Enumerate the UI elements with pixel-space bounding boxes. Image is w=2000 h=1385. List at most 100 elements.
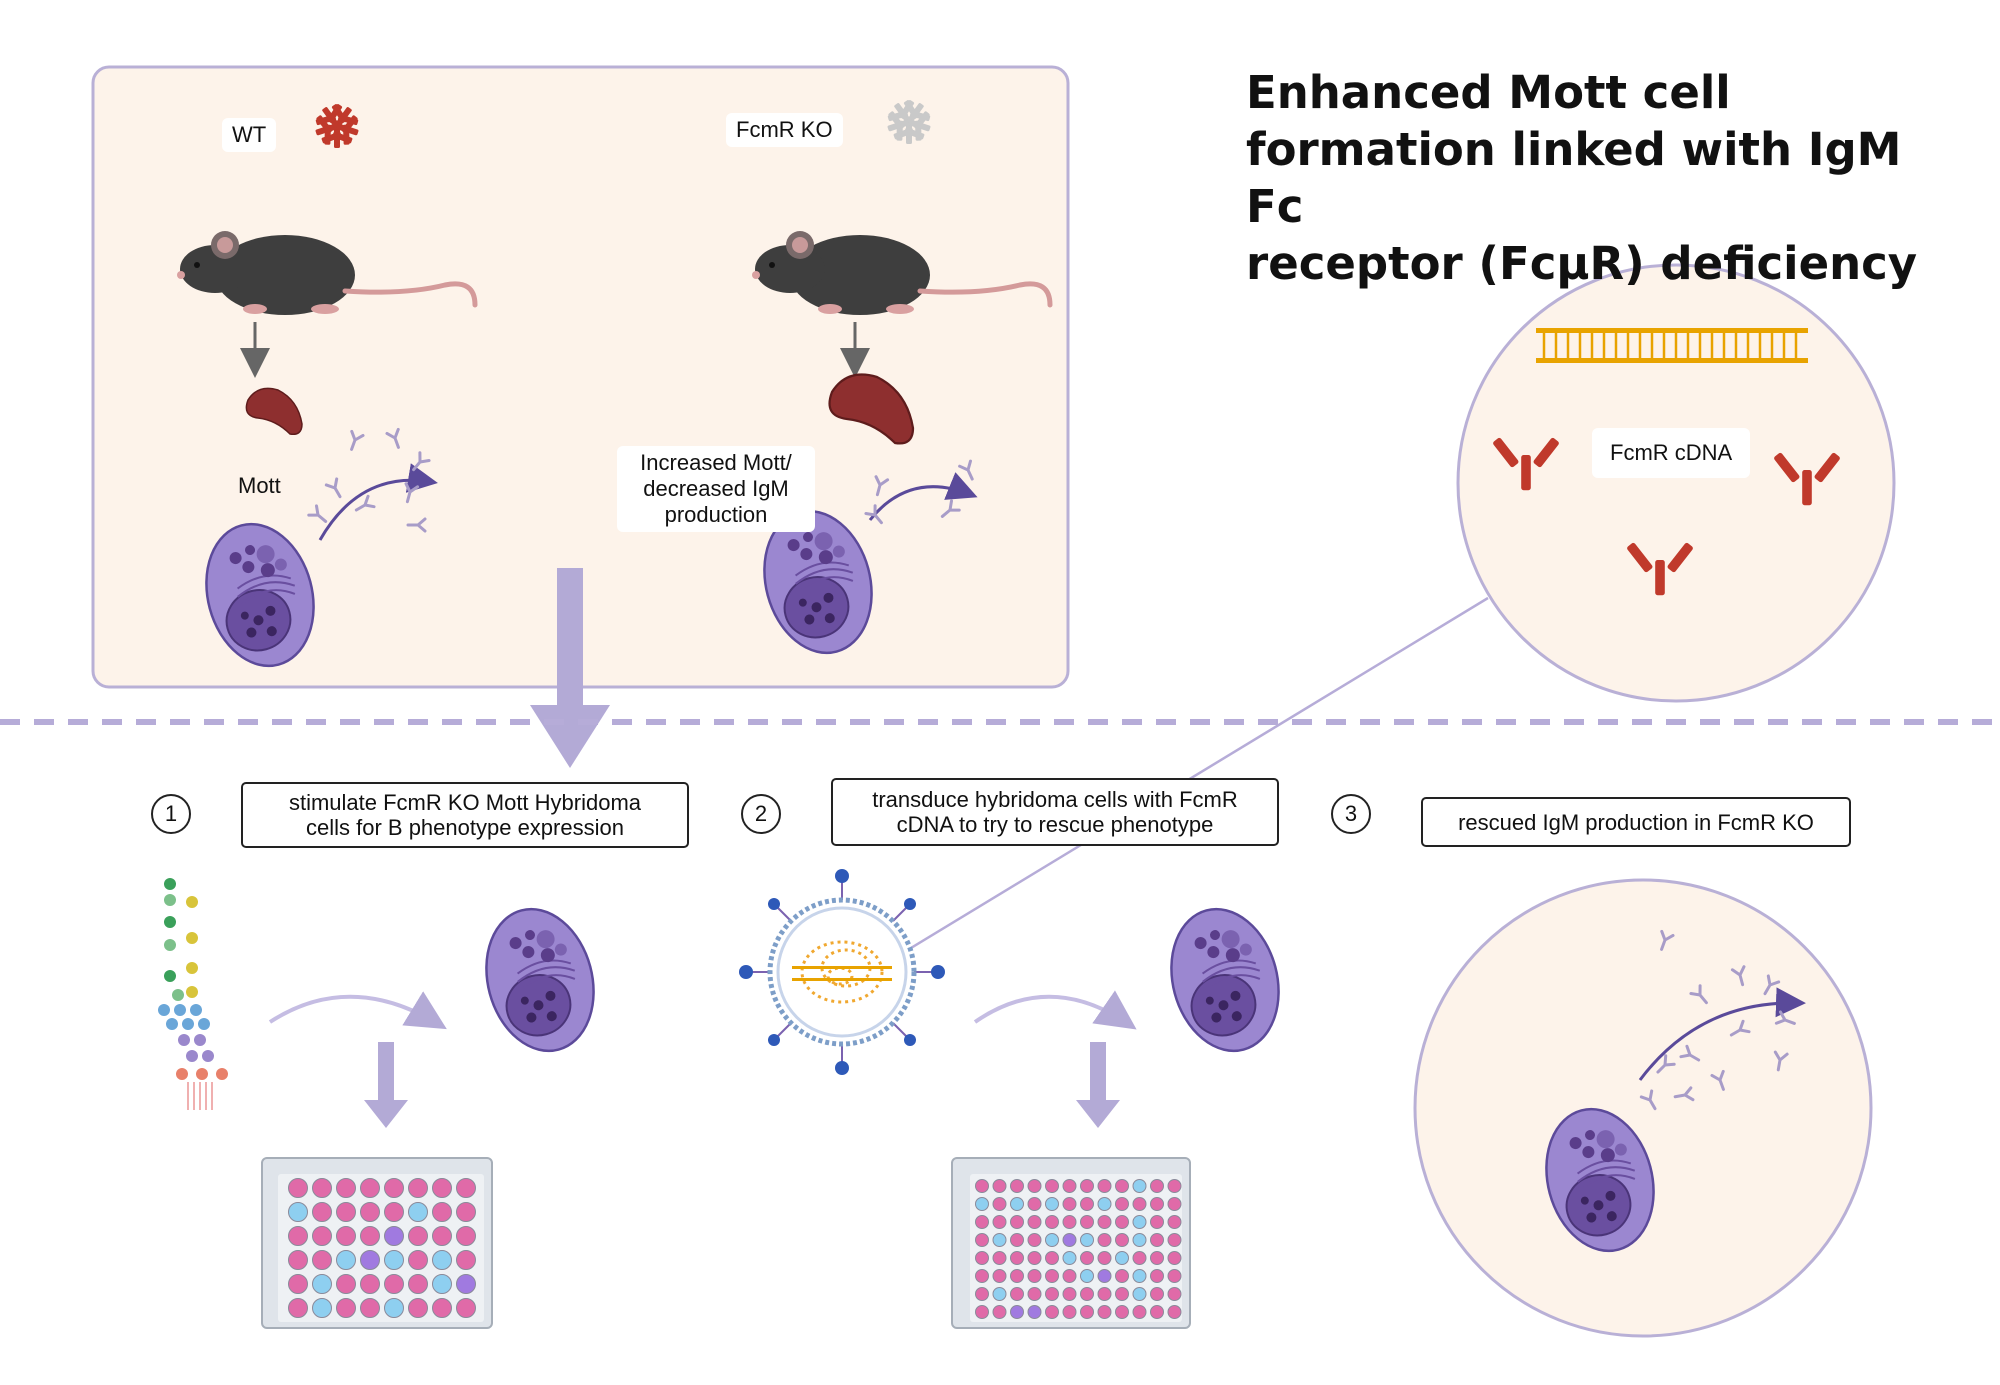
step-3-number: 3	[1331, 794, 1371, 834]
well	[1045, 1287, 1059, 1301]
well	[1027, 1251, 1042, 1265]
well	[456, 1274, 476, 1294]
well	[360, 1226, 380, 1246]
well	[312, 1274, 332, 1294]
step-1-box: stimulate FcmR KO Mott Hybridoma cells f…	[241, 782, 689, 848]
well	[1080, 1287, 1094, 1301]
well	[992, 1215, 1007, 1229]
ko-cell-label: Increased Mott/ decreased IgM production	[617, 446, 815, 532]
well	[1167, 1233, 1182, 1247]
well	[1027, 1233, 1042, 1247]
well	[384, 1226, 404, 1246]
well	[1097, 1197, 1112, 1211]
well	[1150, 1251, 1164, 1265]
well	[288, 1178, 308, 1198]
well	[456, 1298, 476, 1318]
well	[1080, 1179, 1094, 1193]
well	[1097, 1287, 1112, 1301]
well	[336, 1274, 356, 1294]
well	[992, 1305, 1007, 1319]
well	[1167, 1215, 1182, 1229]
well	[432, 1274, 452, 1294]
well	[1045, 1251, 1059, 1265]
glycan-icon	[158, 878, 228, 1110]
well	[360, 1274, 380, 1294]
well	[456, 1202, 476, 1222]
well-plate-icon	[951, 1157, 1191, 1329]
dna-icon	[1536, 328, 1808, 363]
well	[336, 1298, 356, 1318]
well	[1167, 1197, 1182, 1211]
well	[1045, 1269, 1059, 1283]
well	[1045, 1179, 1059, 1193]
well	[1150, 1269, 1164, 1283]
well	[1115, 1197, 1129, 1211]
well	[312, 1202, 332, 1222]
well	[1132, 1233, 1147, 1247]
well	[1027, 1269, 1042, 1283]
well	[432, 1250, 452, 1270]
well	[975, 1251, 989, 1265]
well	[1010, 1215, 1024, 1229]
well	[1045, 1305, 1059, 1319]
well	[1150, 1215, 1164, 1229]
well	[1097, 1179, 1112, 1193]
well	[1080, 1197, 1094, 1211]
well	[1062, 1197, 1077, 1211]
well	[1027, 1287, 1042, 1301]
well	[1132, 1287, 1147, 1301]
well	[1167, 1251, 1182, 1265]
well	[975, 1215, 989, 1229]
step-2-number: 2	[741, 794, 781, 834]
well	[384, 1250, 404, 1270]
well	[1132, 1197, 1147, 1211]
well	[1132, 1269, 1147, 1283]
well	[1132, 1179, 1147, 1193]
well	[1010, 1179, 1024, 1193]
well	[1097, 1215, 1112, 1229]
well	[384, 1178, 404, 1198]
well	[1062, 1251, 1077, 1265]
well	[1027, 1305, 1042, 1319]
well	[432, 1202, 452, 1222]
well	[1097, 1269, 1112, 1283]
well	[1027, 1179, 1042, 1193]
well	[336, 1226, 356, 1246]
virus-icon	[739, 869, 945, 1075]
well	[1115, 1233, 1129, 1247]
well	[1027, 1215, 1042, 1229]
well	[1115, 1179, 1129, 1193]
page-title: Enhanced Mott cell formation linked with…	[1246, 66, 1918, 290]
well	[336, 1202, 356, 1222]
well	[312, 1250, 332, 1270]
well	[1010, 1269, 1024, 1283]
well	[1150, 1287, 1164, 1301]
well	[1150, 1305, 1164, 1319]
well	[1027, 1197, 1042, 1211]
well	[975, 1233, 989, 1247]
well	[975, 1269, 989, 1283]
well	[456, 1178, 476, 1198]
well	[408, 1226, 428, 1246]
well	[1045, 1197, 1059, 1211]
ko-label: FcmR KO	[726, 113, 843, 147]
well	[1010, 1197, 1024, 1211]
well	[384, 1274, 404, 1294]
well	[1115, 1215, 1129, 1229]
well	[992, 1269, 1007, 1283]
well	[1167, 1287, 1182, 1301]
well	[1062, 1269, 1077, 1283]
step-3-box: rescued IgM production in FcmR KO	[1421, 797, 1851, 847]
well	[288, 1202, 308, 1222]
wt-cell-label: Mott	[238, 473, 281, 498]
well	[1115, 1287, 1129, 1301]
well	[288, 1274, 308, 1294]
well	[1062, 1305, 1077, 1319]
well	[1080, 1269, 1094, 1283]
well	[1010, 1233, 1024, 1247]
well	[1132, 1305, 1147, 1319]
well	[336, 1250, 356, 1270]
well	[975, 1305, 989, 1319]
well	[1167, 1179, 1182, 1193]
